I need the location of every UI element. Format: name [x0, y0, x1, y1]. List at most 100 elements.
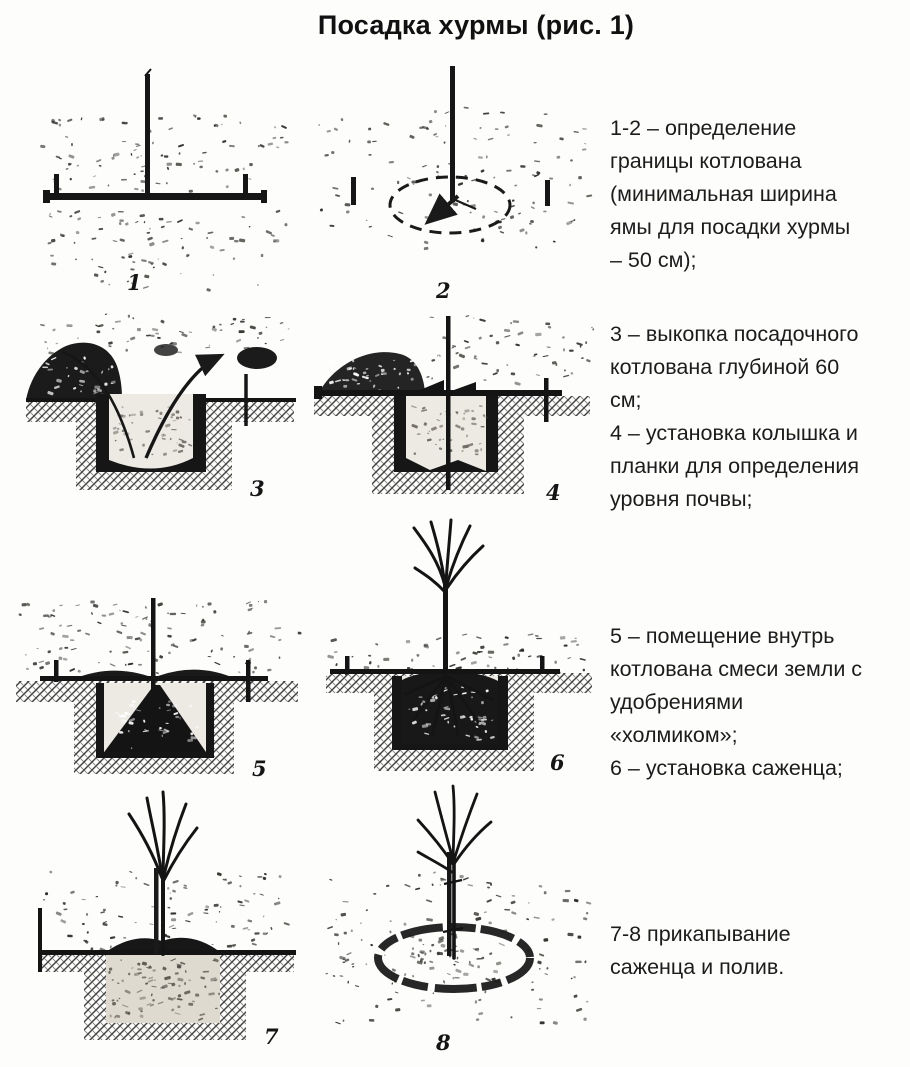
caption-line: границы котлована	[610, 149, 802, 173]
plank	[314, 380, 562, 399]
right-peg	[544, 378, 549, 422]
caption-steps-7-8: 7-8 прикапывание саженца и полив.	[610, 918, 906, 984]
stake	[447, 852, 452, 956]
pit-bottom	[109, 458, 193, 472]
soil-speckles	[327, 633, 586, 676]
figure-4-drawing	[314, 315, 595, 494]
caption-line: планки для определения	[610, 454, 859, 478]
caption-line: котлована глубиной 60	[610, 355, 840, 379]
caption-line: удобрениями	[610, 690, 744, 714]
stake	[151, 598, 156, 756]
right-soil-clump	[237, 347, 277, 369]
stake	[154, 868, 159, 954]
pit-texture	[411, 405, 488, 456]
left-soil-heap	[318, 352, 425, 394]
plank	[43, 190, 267, 203]
left-peg	[351, 177, 356, 205]
soil-speckles	[40, 114, 289, 193]
branches	[412, 518, 485, 594]
figure-number-6: 6	[550, 750, 565, 775]
caption-steps-3-4: 3 – выкопка посадочного котлована глубин…	[610, 318, 906, 516]
dig-arc-left	[61, 350, 136, 459]
figure-7-drawing	[38, 790, 296, 1040]
soil-speckles	[18, 600, 302, 675]
figure-number-2: 2	[436, 278, 451, 303]
soil-speckles	[47, 209, 288, 266]
figure-panel-5: 5	[8, 582, 306, 790]
stake	[446, 316, 451, 490]
figure-3-drawing	[26, 313, 296, 490]
left-peg	[345, 656, 350, 671]
caption-line: 3 – выкопка посадочного	[610, 322, 859, 346]
caption-line: 4 – установка колышка и	[610, 421, 858, 445]
figure-panel-3: 3	[14, 308, 306, 510]
caption-line: 1-2 – определение	[610, 116, 797, 140]
right-peg	[540, 656, 545, 671]
stake	[144, 68, 152, 195]
soil-speckles	[426, 315, 595, 386]
caption-line: – 50 см);	[610, 248, 697, 272]
pit-left-wall	[96, 394, 109, 472]
soil-clump	[154, 344, 178, 356]
trunk	[443, 580, 448, 678]
pit-left-wall	[392, 676, 402, 748]
backfilled-pit	[106, 955, 220, 1023]
mound-texture	[114, 700, 200, 750]
figure-5-drawing	[16, 598, 302, 774]
figure-panel-8: 8	[312, 780, 604, 1062]
ground-line	[38, 950, 296, 955]
pit-left-wall	[394, 396, 406, 472]
right-peg	[246, 660, 251, 702]
root-texture	[408, 686, 495, 741]
branches	[127, 790, 199, 882]
soil-speckles	[318, 106, 593, 251]
tree-ties	[442, 878, 464, 934]
right-peg	[243, 174, 248, 194]
pit-right-wall	[193, 394, 206, 472]
pit-texture	[112, 406, 193, 456]
figure-number-3: 3	[250, 476, 265, 501]
figure-number-8: 8	[436, 1030, 451, 1055]
figure-number-5: 5	[252, 756, 267, 781]
soil-speckles	[325, 871, 592, 1025]
pit-right-wall	[498, 676, 508, 748]
plot-edge-post	[38, 908, 42, 972]
figure-number-7: 7	[264, 1024, 279, 1049]
marked-circle	[388, 175, 512, 235]
dig-arrow	[144, 353, 225, 459]
branches	[416, 784, 493, 874]
caption-steps-5-6: 5 – помещение внутрь котлована смеси зем…	[610, 620, 906, 785]
caption-line: котлована смеси земли с	[610, 657, 863, 681]
roots	[404, 674, 494, 738]
caption-line: 6 – установка саженца;	[610, 756, 843, 780]
caption-line: уровня почвы;	[610, 487, 753, 511]
caption-line: 5 – помещение внутрь	[610, 624, 835, 648]
caption-steps-1-2: 1-2 – определение границы котлована (мин…	[610, 112, 906, 277]
radius-arrow	[424, 193, 477, 225]
pit-right-wall	[486, 396, 498, 472]
figure-panel-7: 7	[12, 782, 304, 1054]
pit-bottom	[392, 744, 508, 750]
figure-8-drawing	[325, 784, 592, 1025]
caption-line: 7-8 прикапывание	[610, 922, 791, 946]
figure-panel-1: 1	[18, 62, 303, 302]
soil-speckles	[93, 266, 259, 292]
pit-right-wall	[206, 683, 214, 757]
figure-panel-6: 6	[312, 518, 602, 786]
figure-panel-2: 2	[310, 58, 600, 303]
figure-number-1: 1	[127, 270, 142, 295]
caption-line: (минимальная ширина	[610, 182, 837, 206]
caption-line: «холмиком»;	[610, 723, 738, 747]
left-soil-heap	[26, 342, 122, 400]
caption-line: ямы для посадки хурмы	[610, 215, 851, 239]
stake	[450, 66, 455, 202]
left-peg	[54, 174, 59, 194]
heap-texture	[328, 358, 419, 394]
figure-number-4: 4	[546, 480, 561, 505]
figure-1-drawing	[40, 68, 289, 292]
figure-6-drawing	[326, 518, 592, 771]
right-peg	[545, 180, 550, 206]
page-title: Посадка хурмы (рис. 1)	[317, 10, 635, 40]
left-peg	[54, 660, 59, 682]
